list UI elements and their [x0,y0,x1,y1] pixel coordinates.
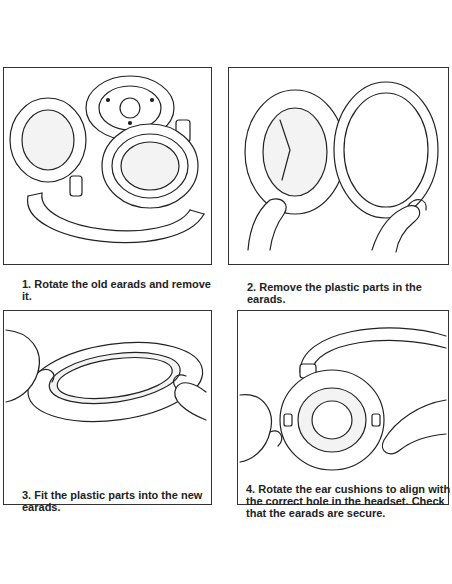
attaching-cushion [240,328,446,470]
step-panel: 4. Rotate the ear cushions to align with… [237,310,449,505]
step-caption: 4. Rotate the ear cushions to align with… [246,483,452,519]
folded-headset [10,76,204,243]
step-panel: 3. Fit the plastic parts into the new ea… [3,310,212,505]
step-caption: 3. Fit the plastic parts into the new ea… [22,489,222,513]
cushion-and-ring [245,82,438,252]
step-panel: 2. Remove the plastic parts in the earad… [228,67,449,265]
step-caption: 2. Remove the plastic parts in the earad… [247,281,447,305]
fitting-ring [6,330,208,432]
step-panel: 1. Rotate the old earads and remove it. [3,67,212,265]
step-caption: 1. Rotate the old earads and remove it. [22,278,212,302]
